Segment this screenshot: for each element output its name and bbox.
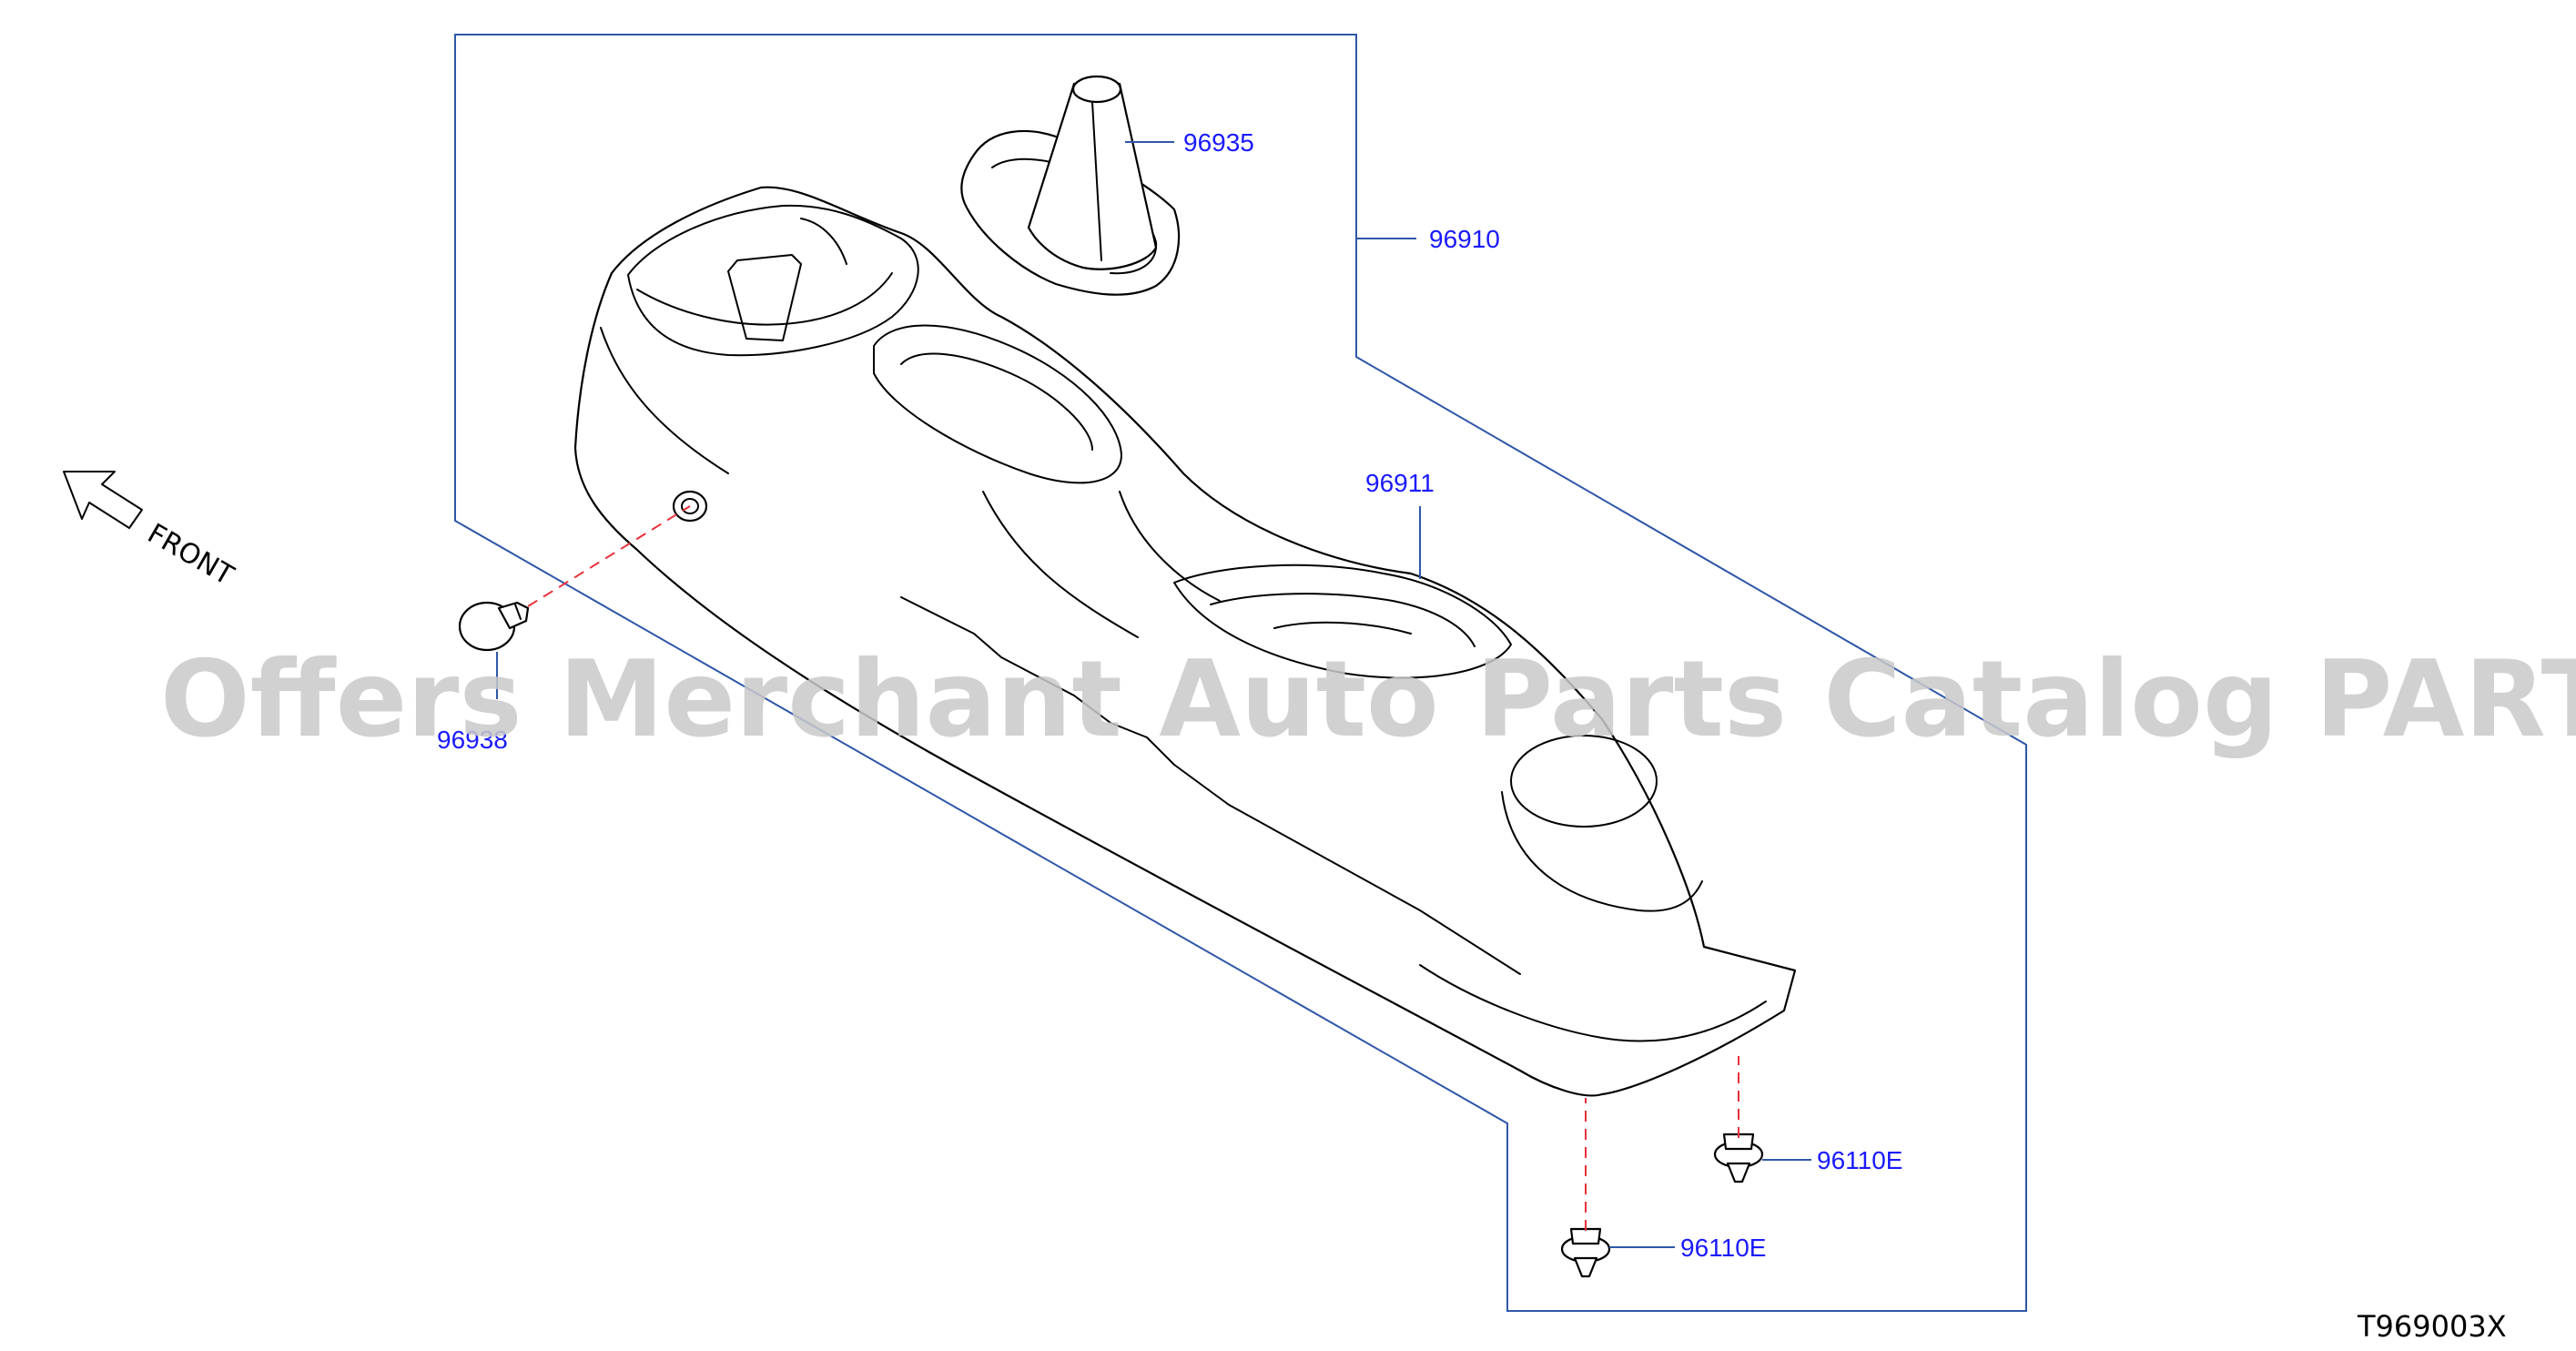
push-clip[interactable] (458, 601, 530, 652)
assembly-frame (454, 34, 2027, 1312)
clip-rear-right[interactable] (1713, 1133, 1764, 1183)
shift-boot[interactable] (960, 75, 1181, 296)
front-label: FRONT (142, 518, 239, 593)
callout-96935[interactable]: 96935 (1183, 128, 1254, 157)
clip-rear-left[interactable] (1560, 1227, 1611, 1278)
callout-96910[interactable]: 96910 (1429, 225, 1500, 253)
callout-96911[interactable]: 96911 (1365, 469, 1435, 497)
callout-96110E-left[interactable]: 96110E (1680, 1234, 1766, 1262)
diagram-code: T969003X (2357, 1309, 2507, 1344)
center-console-body[interactable] (573, 186, 1797, 1097)
callout-96938[interactable]: 96938 (437, 726, 508, 754)
front-arrow-icon (63, 471, 143, 529)
callout-96110E-right[interactable]: 96110E (1817, 1146, 1902, 1174)
watermark: Offers Merchant Auto Parts Catalog PARTS… (160, 638, 2576, 761)
front-direction-indicator: FRONT (63, 471, 239, 593)
mount-line-push-clip (527, 505, 691, 607)
